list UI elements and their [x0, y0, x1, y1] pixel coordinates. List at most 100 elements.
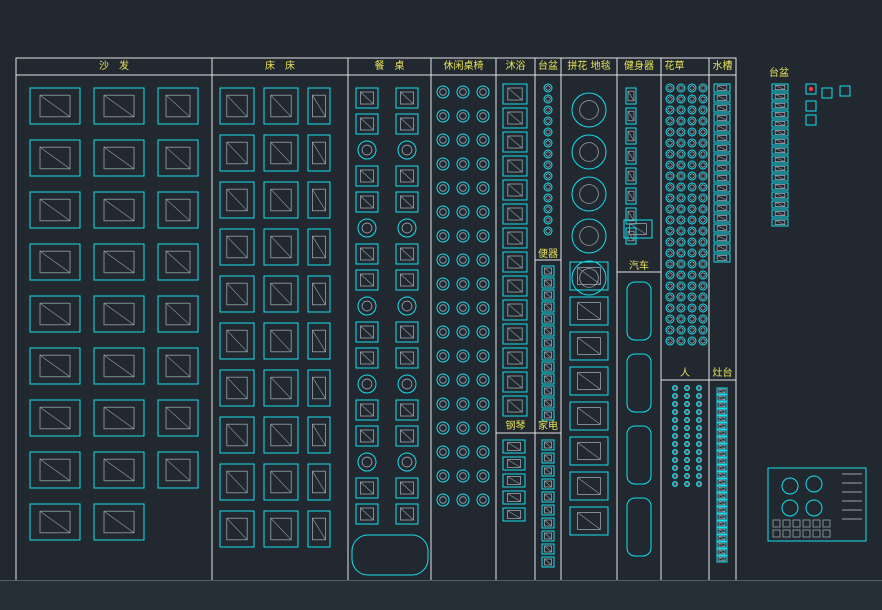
- bed-block: [263, 369, 299, 407]
- plant-block: [665, 281, 675, 291]
- plant-block: [687, 94, 697, 104]
- plant-block: [698, 215, 708, 225]
- leisure-chair-block: [476, 421, 490, 435]
- bed-block: [307, 463, 331, 501]
- basin-block: [771, 164, 789, 173]
- dining-table-block: [395, 269, 419, 291]
- stove-block: [716, 541, 728, 549]
- plant-block: [665, 149, 675, 159]
- leisure-chair-block: [436, 133, 450, 147]
- header-basin: 台盆: [538, 61, 558, 72]
- sofa-block: [157, 295, 199, 333]
- stove-block: [716, 415, 728, 423]
- bed-block: [307, 369, 331, 407]
- rug-block: [569, 296, 609, 326]
- stove-block: [716, 422, 728, 430]
- leisure-chair-block: [456, 445, 470, 459]
- fitness-block: [625, 207, 637, 225]
- plant-block: [676, 204, 686, 214]
- sofa-block: [157, 191, 199, 229]
- toilet-block: [541, 361, 555, 373]
- stove-block: [716, 478, 728, 486]
- command-line-bar[interactable]: [0, 580, 882, 610]
- plant-block: [698, 303, 708, 313]
- person-block: [672, 481, 678, 487]
- appliance-block: [541, 543, 555, 555]
- rug-block: [569, 471, 609, 501]
- dining-table-block: [357, 218, 377, 238]
- plant-block: [676, 94, 686, 104]
- person-block: [684, 393, 690, 399]
- plant-block: [687, 226, 697, 236]
- bathtub-block: [502, 227, 528, 249]
- bed-block: [307, 275, 331, 313]
- sofa-block: [93, 191, 145, 229]
- plant-block: [676, 215, 686, 225]
- plant-block: [698, 160, 708, 170]
- appliance-block: [541, 556, 555, 568]
- bed-block: [263, 275, 299, 313]
- person-block: [684, 481, 690, 487]
- bathtub-block: [502, 347, 528, 369]
- dining-table-block: [357, 452, 377, 472]
- plant-block: [698, 171, 708, 181]
- stove-block: [716, 450, 728, 458]
- person-block: [696, 465, 702, 471]
- car-block: [626, 425, 652, 485]
- person-block: [684, 409, 690, 415]
- leisure-chair-block: [456, 157, 470, 171]
- bed-block: [219, 510, 255, 548]
- leisure-chair-block: [436, 493, 450, 507]
- basin-block: [771, 218, 789, 227]
- bathtub-block: [502, 203, 528, 225]
- plant-block: [676, 149, 686, 159]
- basin-block: [771, 173, 789, 182]
- plant-block: [676, 270, 686, 280]
- medallion-rug-block: [571, 260, 607, 296]
- stove-block: [716, 457, 728, 465]
- label-toilet: 便器: [538, 249, 558, 260]
- plant-block: [687, 336, 697, 346]
- plant-block: [676, 83, 686, 93]
- stove-block: [716, 513, 728, 521]
- basin-block: [543, 149, 553, 159]
- header-bed: 床 床: [265, 61, 295, 72]
- dining-table-block: [395, 425, 419, 447]
- fitness-block: [625, 187, 637, 205]
- plant-block: [698, 259, 708, 269]
- person-block: [696, 385, 702, 391]
- basin-block: [771, 209, 789, 218]
- bathtub-block: [502, 299, 528, 321]
- person-block: [684, 449, 690, 455]
- person-block: [696, 481, 702, 487]
- header-plants: 花草: [664, 61, 685, 72]
- toilet-block: [541, 301, 555, 313]
- plant-block: [698, 149, 708, 159]
- fixture-block: [805, 83, 817, 95]
- person-block: [684, 473, 690, 479]
- basin-block: [543, 116, 553, 126]
- plant-block: [687, 160, 697, 170]
- sink-block: [713, 183, 731, 193]
- leisure-chair-block: [476, 349, 490, 363]
- treadmill-block: [623, 219, 653, 239]
- leisure-chair-block: [436, 253, 450, 267]
- appliance-block: [541, 478, 555, 490]
- sofa-block: [29, 451, 81, 489]
- bed-block: [263, 322, 299, 360]
- basin-block: [543, 193, 553, 203]
- selection-grip[interactable]: [809, 87, 813, 91]
- basin-block: [771, 155, 789, 164]
- plant-block: [665, 171, 675, 181]
- person-block: [696, 433, 702, 439]
- bed-block: [263, 87, 299, 125]
- stove-block: [716, 534, 728, 542]
- toilet-block: [541, 385, 555, 397]
- dining-table-block: [355, 87, 379, 109]
- sofa-block: [93, 503, 145, 541]
- plant-block: [676, 259, 686, 269]
- bed-block: [263, 463, 299, 501]
- leisure-chair-block: [456, 253, 470, 267]
- rug-block: [569, 331, 609, 361]
